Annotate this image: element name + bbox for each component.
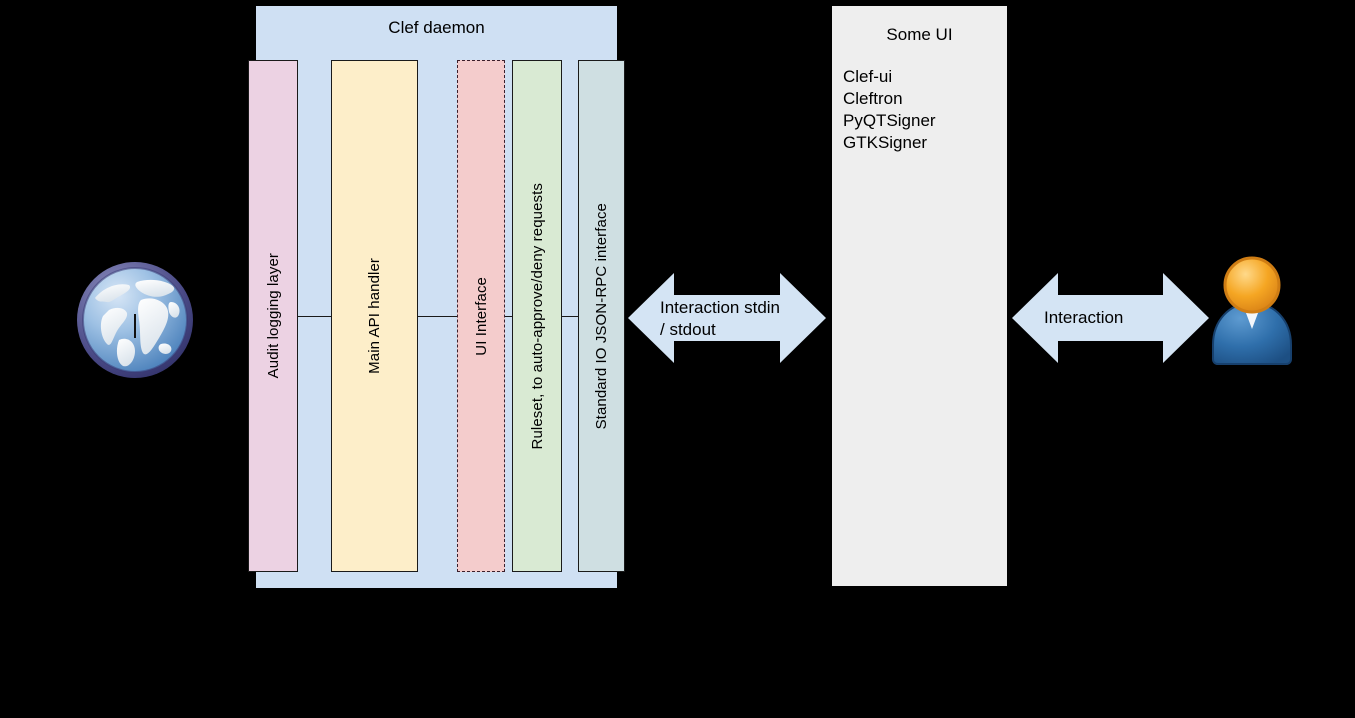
layer-ruleset[interactable]: Ruleset, to auto-approve/deny requests bbox=[512, 60, 562, 572]
arrow-stdin-stdout: Interaction stdin / stdout bbox=[628, 272, 826, 364]
connector-line bbox=[297, 316, 332, 317]
some-ui-title: Some UI bbox=[886, 25, 953, 44]
some-ui-container: Some UI Clef-ui Cleftron PyQTSigner GTKS… bbox=[832, 6, 1007, 586]
clef-daemon-title: Clef daemon bbox=[388, 18, 485, 37]
connector-line bbox=[560, 316, 579, 317]
layer-audit-logging-layer[interactable]: Audit logging layer bbox=[248, 60, 298, 572]
layer-main-api-handler[interactable]: Main API handler bbox=[331, 60, 418, 572]
globe-icon bbox=[73, 258, 197, 382]
arrow-stdin-stdout-label: Interaction stdin / stdout bbox=[660, 298, 781, 339]
user-icon bbox=[1205, 255, 1300, 365]
layer-label: UI Interface bbox=[472, 276, 490, 356]
layer-standard-io-jsonrpc[interactable]: Standard IO JSON-RPC interface bbox=[578, 60, 625, 572]
layer-label: Ruleset, to auto-approve/deny requests bbox=[528, 182, 546, 450]
list-item: GTKSigner bbox=[843, 133, 928, 152]
arrow-interaction: Interaction bbox=[1012, 272, 1209, 364]
layer-ui-interface[interactable]: UI Interface bbox=[457, 60, 505, 572]
list-item: Cleftron bbox=[843, 89, 903, 108]
arrow-interaction-label: Interaction bbox=[1044, 308, 1124, 327]
list-item: PyQTSigner bbox=[843, 111, 936, 130]
connector-line bbox=[504, 316, 513, 317]
list-item: Clef-ui bbox=[843, 67, 893, 86]
some-ui-list: Clef-ui Cleftron PyQTSigner GTKSigner bbox=[843, 66, 936, 154]
layer-label: Audit logging layer bbox=[264, 253, 282, 379]
layer-label: Main API handler bbox=[366, 258, 383, 374]
layer-label: Standard IO JSON-RPC interface bbox=[593, 202, 610, 430]
clef-daemon-container bbox=[256, 6, 617, 588]
connector-line bbox=[417, 316, 458, 317]
